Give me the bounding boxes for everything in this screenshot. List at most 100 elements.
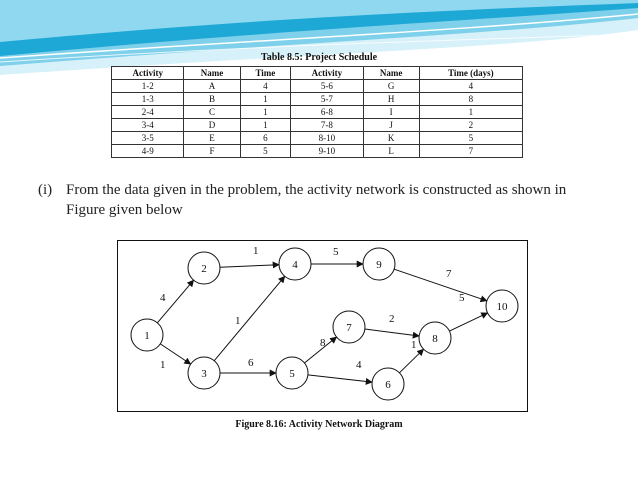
edge-label-1-3: 1 xyxy=(160,359,166,371)
node-label-4: 4 xyxy=(292,259,298,271)
node-5 xyxy=(275,356,309,390)
table-cell: 1 xyxy=(239,92,292,106)
table-cell: 6 xyxy=(239,131,292,145)
table-cell: 5-6 xyxy=(290,79,364,93)
node-6 xyxy=(371,367,405,401)
table-cell: 1 xyxy=(239,118,292,132)
table-cell: 1-3 xyxy=(110,92,185,106)
edge-label-5-6: 4 xyxy=(356,359,362,371)
table-cell: H xyxy=(362,92,420,106)
table-cell: 8-10 xyxy=(290,131,364,145)
node-9 xyxy=(362,247,396,281)
node-2 xyxy=(187,251,221,285)
edge-label-8-10: 5 xyxy=(459,292,465,304)
table-cell: 8 xyxy=(418,92,524,106)
project-schedule-table: Activity Name Time Activity Name Time (d… xyxy=(110,66,524,158)
table-cell: D xyxy=(183,118,241,132)
edge-label-3-4: 1 xyxy=(235,315,241,327)
node-label-6: 6 xyxy=(385,379,391,391)
edge-7-8 xyxy=(364,328,420,339)
bullet-text: From the data given in the problem, the … xyxy=(66,182,567,218)
table-cell: E xyxy=(183,131,241,145)
table-cell: 6-8 xyxy=(290,105,364,119)
table-cell: 1 xyxy=(239,105,292,119)
table-cell: L xyxy=(362,144,420,158)
table-row: 1-2 A 4 5-6 G 4 xyxy=(110,79,524,93)
edge-label-9-10: 7 xyxy=(446,268,452,280)
table-cell: C xyxy=(183,105,241,119)
table-cell: 1-2 xyxy=(110,79,185,93)
edge-1-2 xyxy=(156,279,195,324)
node-label-1: 1 xyxy=(144,330,150,342)
column-header: Name xyxy=(183,66,241,80)
table-title: Table 8.5: Project Schedule xyxy=(260,52,378,63)
table-cell: 4-9 xyxy=(110,144,185,158)
table-cell: 4 xyxy=(239,79,292,93)
table-cell: 5-7 xyxy=(290,92,364,106)
table-cell: 7-8 xyxy=(290,118,364,132)
table-cell: 1 xyxy=(418,105,524,119)
node-label-3: 3 xyxy=(201,368,207,380)
node-1 xyxy=(130,318,164,352)
table-cell: I xyxy=(362,105,420,119)
table-cell: A xyxy=(183,79,241,93)
node-label-9: 9 xyxy=(376,259,382,271)
node-8 xyxy=(418,321,452,355)
edge-label-7-8: 2 xyxy=(389,313,395,325)
edge-6-8 xyxy=(399,348,425,374)
table-header-row: Activity Name Time Activity Name Time (d… xyxy=(110,66,524,80)
table-cell: 3-5 xyxy=(110,131,185,145)
node-3 xyxy=(187,356,221,390)
column-header: Time xyxy=(239,66,292,80)
figure-caption: Figure 8.16: Activity Network Diagram xyxy=(235,419,403,430)
edge-9-10 xyxy=(393,268,488,303)
edge-3-4 xyxy=(213,275,286,362)
table-cell: K xyxy=(362,131,420,145)
column-header: Activity xyxy=(290,66,364,80)
edge-5-6 xyxy=(307,374,373,385)
column-header: Name xyxy=(362,66,420,80)
edge-1-3 xyxy=(160,343,192,365)
table-cell: B xyxy=(183,92,241,106)
column-header: Time (days) xyxy=(418,66,524,80)
edge-label-6-8: 1 xyxy=(411,339,417,351)
node-7 xyxy=(332,310,366,344)
table-cell: 5 xyxy=(239,144,292,158)
nodes-layer: 1 2 3 4 5 6 7 8 9 10 xyxy=(130,247,519,401)
node-4 xyxy=(278,247,312,281)
edge-2-4 xyxy=(219,261,280,269)
edge-5-7 xyxy=(304,336,338,364)
table-row: 3-5 E 6 8-10 K 5 xyxy=(110,131,524,145)
header-wave-decoration xyxy=(0,0,638,75)
table-cell: 9-10 xyxy=(290,144,364,158)
table-cell: 2 xyxy=(418,118,524,132)
table-cell: 5 xyxy=(418,131,524,145)
table-cell: J xyxy=(362,118,420,132)
table-row: 4-9 F 5 9-10 L 7 xyxy=(110,144,524,158)
column-header: Activity xyxy=(110,66,185,80)
node-label-2: 2 xyxy=(201,263,207,275)
edge-label-4-9: 5 xyxy=(333,246,339,258)
table-cell: 2-4 xyxy=(110,105,185,119)
node-10 xyxy=(485,289,519,323)
node-label-10: 10 xyxy=(497,301,509,313)
table-cell: 3-4 xyxy=(110,118,185,132)
bullet-marker: (i) xyxy=(38,182,53,198)
table-cell: F xyxy=(183,144,241,158)
table-cell: 7 xyxy=(418,144,524,158)
edge-label-3-5: 6 xyxy=(248,357,254,369)
edge-8-10 xyxy=(449,312,489,332)
edge-label-5-7: 8 xyxy=(320,337,326,349)
node-label-8: 8 xyxy=(432,333,438,345)
table-row: 3-4 D 1 7-8 J 2 xyxy=(110,118,524,132)
edge-label-1-2: 4 xyxy=(160,292,166,304)
diagram-border xyxy=(117,240,528,412)
table-row: 1-3 B 1 5-7 H 8 xyxy=(110,92,524,106)
node-label-5: 5 xyxy=(289,368,295,380)
table-cell: G xyxy=(362,79,420,93)
edge-label-2-4: 1 xyxy=(253,245,259,257)
table-cell: 4 xyxy=(418,79,524,93)
node-label-7: 7 xyxy=(346,322,352,334)
